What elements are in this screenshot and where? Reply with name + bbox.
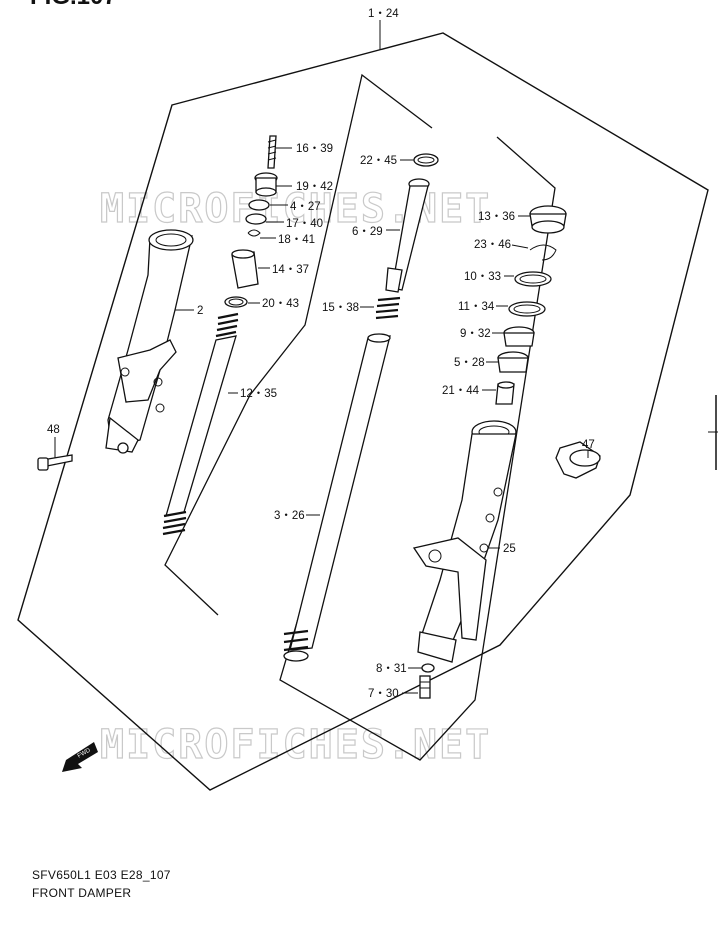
callout-1-24: 1・24 — [368, 8, 399, 20]
caption-part-name: FRONT DAMPER — [32, 886, 132, 900]
callout-4-27: 4・27 — [290, 201, 321, 213]
callout-10-33: 10・33 — [464, 271, 501, 283]
callout-19-42: 19・42 — [296, 181, 333, 193]
figure-title: FIG.107 — [30, 0, 117, 10]
damper-subassembly-outline — [162, 82, 505, 760]
callout-13-36: 13・36 — [478, 211, 515, 223]
callout-6-29: 6・29 — [352, 226, 383, 238]
callout-14-37: 14・37 — [272, 264, 309, 276]
washer-8-31 — [421, 663, 435, 673]
bolt-48 — [37, 454, 73, 471]
outer-tube-left — [105, 229, 194, 454]
callout-11-34: 11・34 — [458, 301, 495, 313]
assembly-outline — [17, 32, 709, 791]
leader-lines — [54, 20, 589, 694]
callout-47: 47 — [582, 439, 595, 451]
inner-right-outline — [279, 136, 556, 761]
callout-3-26: 3・26 — [274, 510, 305, 522]
callout-9-32: 9・32 — [460, 328, 491, 340]
guard-47 — [555, 441, 601, 479]
inner-left-outline — [164, 73, 433, 616]
outer-tube-right — [412, 420, 517, 663]
callout-7-30: 7・30 — [368, 688, 399, 700]
callout-16-39: 16・39 — [296, 143, 333, 155]
callout-25: 25 — [503, 543, 516, 555]
fork-spring-left — [162, 312, 239, 536]
callout-8-31: 8・31 — [376, 663, 407, 675]
top-cap-parts — [224, 135, 278, 308]
caption-model-code: SFV650L1 E03 E28_107 — [32, 868, 171, 882]
callout-2: 2 — [197, 305, 203, 317]
watermark-bottom: MICROFICHES.NET — [100, 722, 491, 768]
callout-17-40: 17・40 — [286, 218, 323, 230]
callout-22-45: 22・45 — [360, 155, 397, 167]
callout-18-41: 18・41 — [278, 234, 315, 246]
center-parts — [283, 153, 439, 662]
callout-20-43: 20・43 — [262, 298, 299, 310]
callout-12-35: 12・35 — [240, 388, 277, 400]
fwd-arrow-icon: FWD — [62, 742, 98, 772]
callout-5-28: 5・28 — [454, 357, 485, 369]
callout-15-38: 15・38 — [322, 302, 359, 314]
callout-21-44: 21・44 — [442, 385, 480, 397]
callout-23-46: 23・46 — [474, 239, 511, 251]
bolt-7-30 — [419, 675, 431, 699]
right-seals — [495, 205, 567, 405]
callout-48: 48 — [47, 424, 60, 436]
